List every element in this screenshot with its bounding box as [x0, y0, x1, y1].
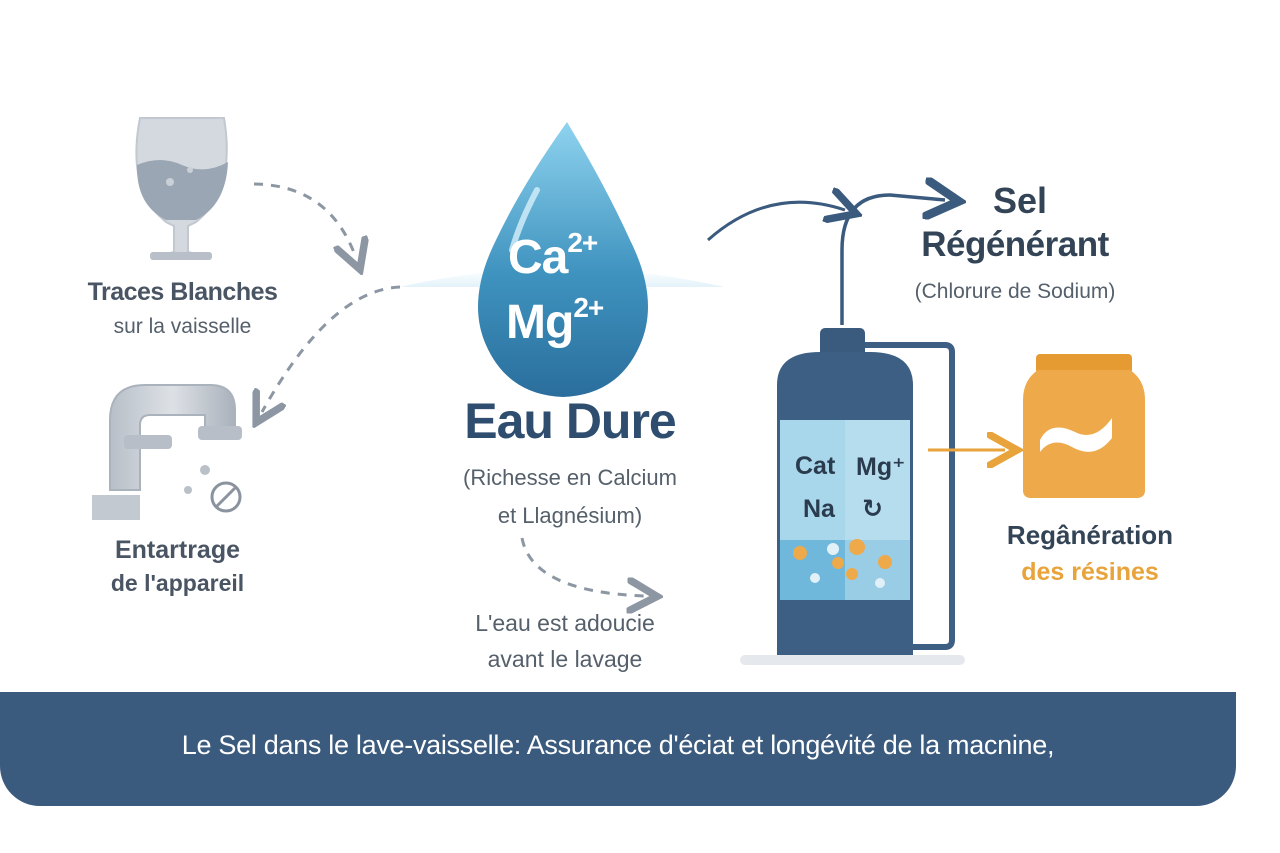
softened-water-line2: avant le lavage — [487, 646, 643, 672]
wine-glass-icon — [135, 117, 228, 260]
salt-title-line1: Sel — [992, 180, 1048, 221]
regeneration-title: Regânération — [1006, 520, 1174, 550]
scaling-title: Entartrage — [114, 536, 241, 564]
footer-banner: Le Sel dans le lave-vaisselle: Assurance… — [0, 692, 1236, 806]
softened-water-line1: L'eau est adoucie — [475, 610, 655, 636]
tank-calcium-label: Cat — [795, 452, 836, 480]
hard-water-title: Eau Dure — [464, 393, 677, 449]
hard-water-drop-icon — [400, 122, 725, 397]
arrow-to-pipe — [262, 285, 401, 412]
arrow-drop-to-salt — [707, 202, 845, 242]
regeneration-subtitle: des résines — [1021, 558, 1159, 586]
salt-bag-icon — [1023, 354, 1145, 498]
salt-subtitle: (Chlorure de Sodium) — [914, 280, 1116, 303]
white-traces-title: Traces Blanches — [87, 278, 278, 306]
arrow-tank-to-salt — [840, 195, 945, 325]
calcium-ion-label: Ca2+ — [508, 227, 598, 284]
arrow-to-glass — [253, 182, 356, 258]
tank-magnesium-label: Mg⁺ — [856, 453, 906, 481]
hard-water-subtitle-line2: et Llagnésium) — [497, 503, 643, 528]
faucet-icon — [92, 384, 242, 520]
water-softener-tank — [740, 328, 965, 665]
tank-sodium-label: Na — [803, 495, 835, 523]
scale-prohibited-icon — [210, 481, 242, 513]
arrow-to-softened — [520, 537, 645, 596]
salt-title-line2: Régénérant — [921, 225, 1109, 264]
scaling-subtitle: de l'appareil — [110, 570, 245, 596]
banner-caption: Le Sel dans le lave-vaisselle: Assurance… — [181, 730, 1055, 760]
white-traces-subtitle: sur la vaisselle — [113, 315, 252, 338]
magnesium-ion-label: Mg2+ — [506, 292, 604, 349]
hard-water-subtitle-line1: (Richesse en Calcium — [463, 465, 677, 490]
exchange-cycle-icon: ↻ — [862, 495, 883, 523]
